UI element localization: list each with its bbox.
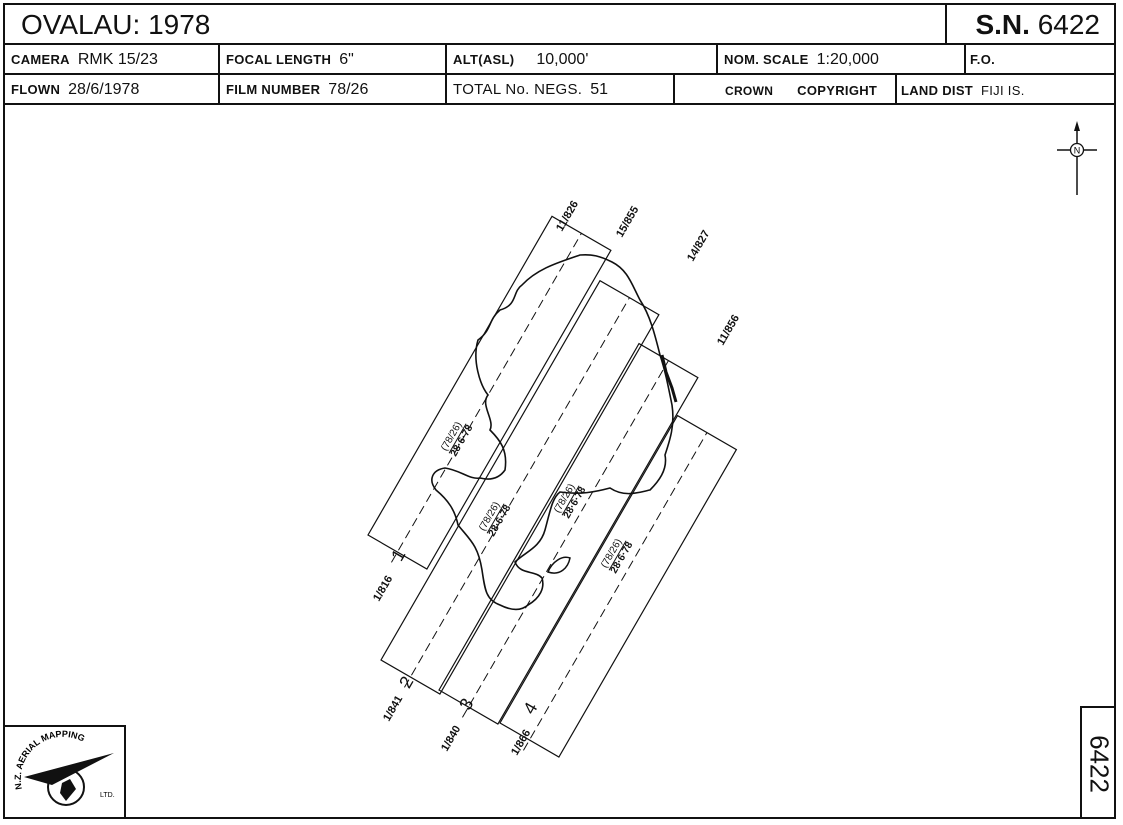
north-label: N: [1074, 146, 1081, 156]
fo-label: F.O.: [970, 52, 996, 67]
island-coastline: [431, 253, 674, 611]
scale-cell: NOM. SCALE 1:20,000: [716, 43, 966, 75]
sn-value: 6422: [1037, 9, 1100, 40]
land-cell: LAND DIST FIJI IS.: [895, 73, 1116, 105]
sn-label: S.N.: [975, 9, 1030, 40]
alt-cell: ALT(ASL) 10,000': [445, 43, 718, 75]
land-label: LAND DIST: [901, 83, 974, 98]
focal-label: FOCAL LENGTH: [226, 52, 332, 67]
fo-cell: F.O.: [964, 43, 1116, 75]
crown-label: CROWN: [725, 84, 774, 98]
photo-strip-3: [438, 342, 699, 725]
title-cell: OVALAU: 1978: [3, 3, 947, 45]
flown-label: FLOWN: [11, 82, 61, 97]
camera-value: RMK 15/23: [77, 51, 158, 68]
logo-box: N.Z. AERIAL MAPPING LTD.: [4, 725, 126, 819]
flight-line-2: [404, 297, 630, 688]
focal-cell: FOCAL LENGTH 6": [218, 43, 447, 75]
nz-aerial-mapping-logo: N.Z. AERIAL MAPPING LTD.: [13, 729, 115, 806]
sn-cell: S.N. 6422: [945, 3, 1116, 45]
sheet-tag-number: 6422: [1084, 734, 1115, 793]
sheet-tag: 6422: [1080, 706, 1116, 819]
reef-marking: [660, 354, 678, 403]
alt-label: ALT(ASL): [453, 52, 515, 67]
negs-label: TOTAL No. NEGS.: [453, 81, 583, 98]
flown-cell: FLOWN 28/6/1978: [3, 73, 220, 105]
land-value: FIJI IS.: [981, 83, 1025, 98]
focal-value: 6": [339, 51, 354, 68]
photo-strips: [367, 215, 738, 758]
crown-cell: CROWN COPYRIGHT: [673, 73, 897, 105]
film-cell: FILM NUMBER 78/26: [218, 73, 447, 105]
flight-line-3: [462, 360, 669, 718]
flight-line-4: [523, 432, 708, 751]
flown-value: 28/6/1978: [68, 81, 140, 98]
sheet-title: OVALAU: 1978: [21, 9, 211, 40]
alt-value: 10,000': [536, 51, 589, 68]
copyright-label: COPYRIGHT: [797, 83, 878, 98]
north-arrow: N: [1057, 121, 1097, 195]
photo-strip-2: [380, 279, 660, 695]
photo-strip-1: [367, 215, 612, 570]
negs-value: 51: [590, 81, 609, 98]
scale-label: NOM. SCALE: [724, 52, 809, 67]
film-value: 78/26: [328, 81, 369, 98]
sheet-number: S.N. 6422: [975, 9, 1100, 41]
camera-label: CAMERA: [11, 52, 70, 67]
film-label: FILM NUMBER: [226, 82, 321, 97]
small-island: [547, 556, 571, 574]
scale-value: 1:20,000: [816, 51, 879, 68]
logo-side-text: LTD.: [100, 792, 115, 799]
map-sheet-frame: [3, 3, 1116, 819]
camera-cell: CAMERA RMK 15/23: [3, 43, 220, 75]
photo-strip-4: [499, 414, 738, 758]
negs-cell: TOTAL No. NEGS. 51: [445, 73, 675, 105]
flight-line-1: [391, 233, 582, 563]
